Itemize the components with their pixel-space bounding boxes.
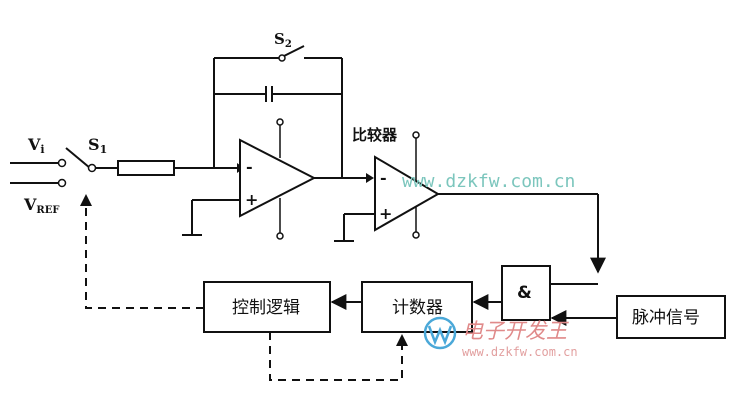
vref-terminal [57, 178, 67, 188]
pulse-signal-block [616, 295, 726, 339]
comp-supply-top [412, 131, 420, 139]
watermark-url-top: www.dzkfw.com.cn [402, 171, 575, 192]
and-gate [501, 265, 551, 321]
s2-blade [283, 45, 305, 57]
s2-contact-left [278, 54, 286, 62]
s1-pivot [87, 163, 97, 173]
watermark-url-bottom: www.dzkfw.com.cn [462, 345, 578, 359]
comp-minus: - [380, 168, 387, 187]
switch-s1 [65, 147, 97, 173]
comp-plus: + [379, 204, 392, 223]
comp-supply-bottom [412, 231, 420, 239]
control-arrow-counter [396, 334, 408, 346]
control-arrow-s1 [80, 194, 92, 206]
vi-label: Vi [27, 135, 45, 156]
opamp-supply-bottom [276, 232, 284, 240]
input-resistor [117, 160, 175, 176]
comparator [374, 131, 440, 239]
counter-label: 计数器 [392, 298, 443, 318]
s1-blade [65, 147, 91, 169]
pulse-signal-label: 脉冲信号 [632, 308, 700, 328]
control-line-counter [269, 332, 403, 381]
integrator-opamp [239, 118, 317, 240]
opamp-supply-top [276, 118, 284, 126]
vi-terminal [57, 158, 67, 168]
comparator-label: 比较器 [352, 126, 398, 144]
and-gate-label: & [517, 283, 532, 303]
vref-label: VREF [23, 195, 59, 216]
feedback-network [213, 45, 343, 178]
s1-label: S1 [88, 135, 107, 156]
watermark-brand: 电子开发王 [462, 319, 569, 343]
counter-block [361, 281, 473, 333]
control-logic-label: 控制逻辑 [232, 298, 300, 318]
control-line-s1 [85, 204, 204, 309]
opamp-minus: - [246, 157, 253, 176]
s2-label: S2 [274, 30, 292, 50]
opamp-plus: + [245, 190, 258, 209]
watermark-logo-icon [423, 316, 457, 350]
input-terminals [10, 158, 67, 188]
comp-input-arrow [366, 173, 374, 183]
